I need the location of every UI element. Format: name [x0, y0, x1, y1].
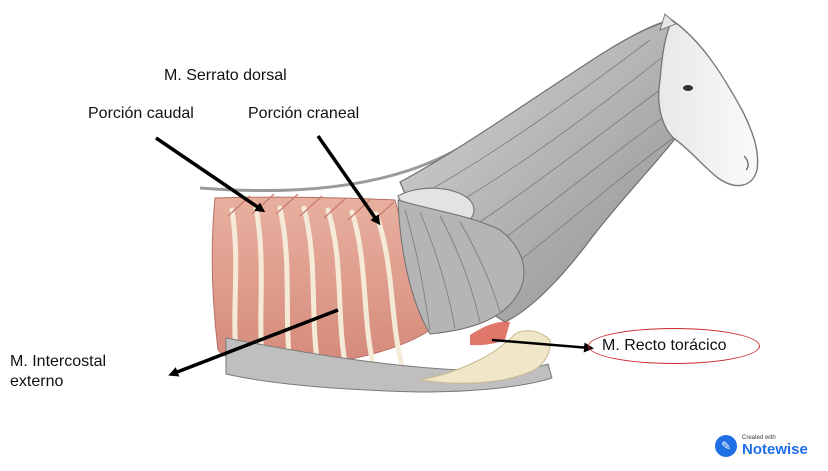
label-intercostal-line2: externo	[10, 373, 64, 390]
notewise-watermark: ✎ Created with Notewise	[715, 433, 808, 459]
horse-ear	[659, 13, 677, 31]
watermark-text: Created with Notewise	[742, 435, 808, 457]
label-porcion-craneal: Porción craneal	[248, 105, 360, 122]
pencil-icon: ✎	[715, 435, 737, 457]
label-porcion-caudal: Porción caudal	[88, 105, 194, 122]
rib-lines	[229, 205, 405, 371]
sternal-edge	[419, 330, 551, 384]
arrow-porcion-caudal	[155, 136, 266, 213]
horse-head	[658, 18, 759, 187]
recto-toracico-highlight-ellipse	[588, 328, 760, 364]
horse-eye	[683, 85, 693, 91]
watermark-brand: Notewise	[742, 441, 808, 458]
arrow-porcion-craneal	[316, 134, 381, 226]
recto-toracico-muscle	[470, 321, 510, 346]
arrow-recto-toracico	[491, 338, 594, 353]
serrato-ventral	[397, 199, 525, 335]
label-intercostal-line1: M. Intercostal	[10, 353, 107, 370]
horse-nostril	[743, 155, 749, 171]
label-recto-toracico: M. Recto torácico	[602, 337, 727, 354]
serrato-ventral-fibers	[404, 209, 501, 331]
label-serrato-dorsal: M. Serrato dorsal	[164, 67, 287, 84]
watermark-created-with: Created with	[742, 435, 776, 441]
label-intercostal-externo: M. Intercostal externo	[10, 352, 170, 392]
arrow-intercostal-externo	[168, 308, 339, 377]
